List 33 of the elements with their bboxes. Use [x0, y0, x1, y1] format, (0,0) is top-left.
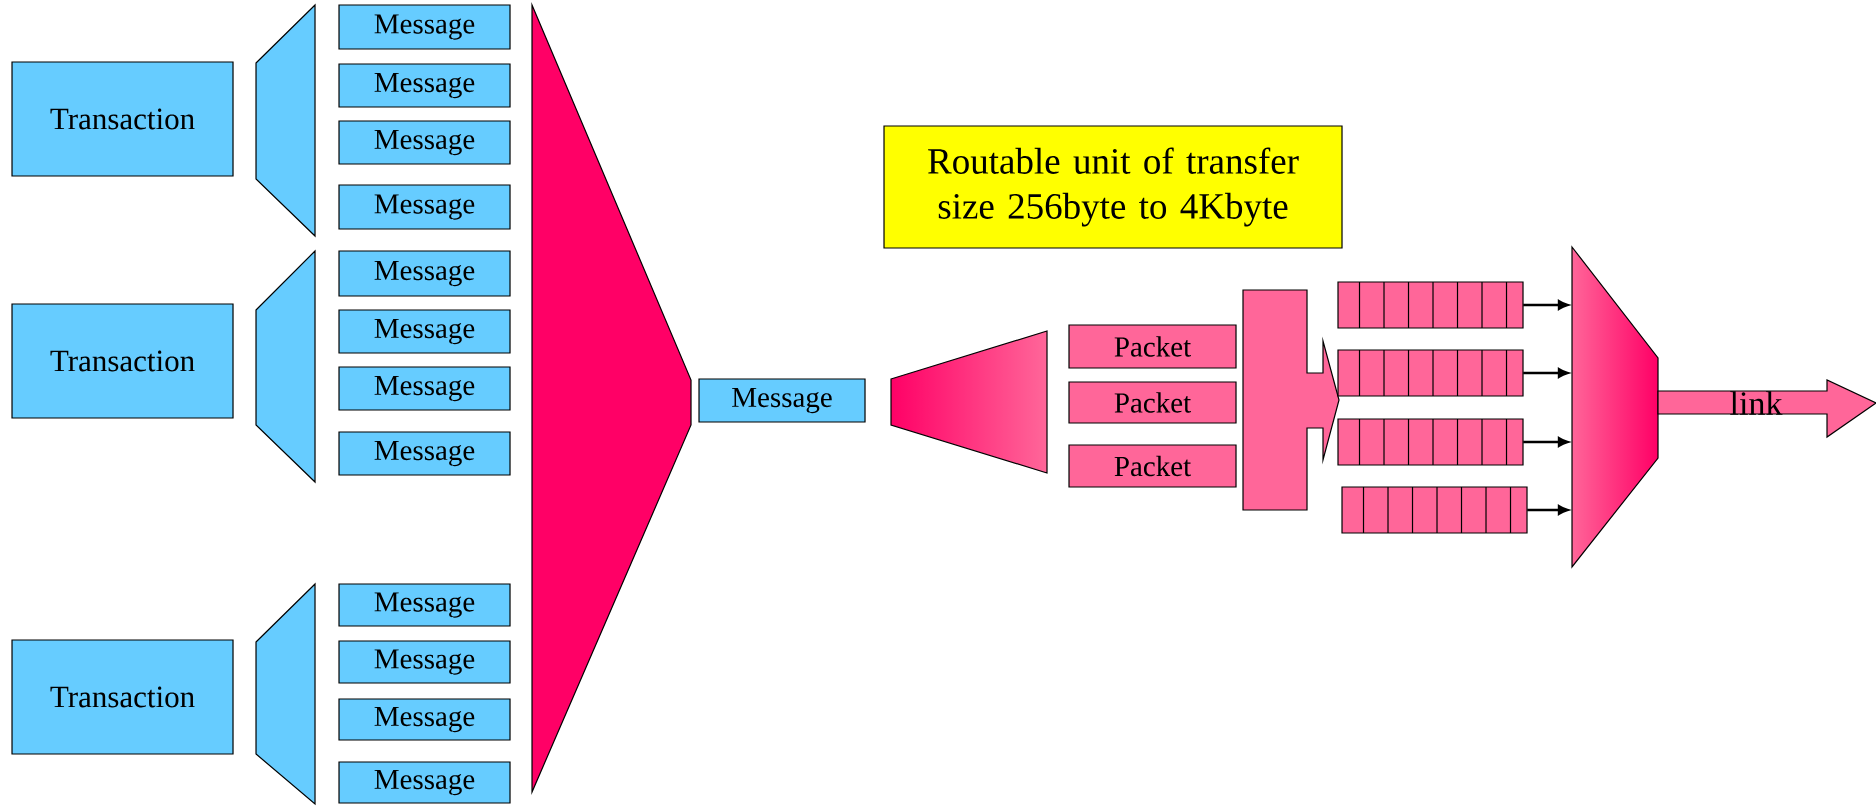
- message-box: Message: [338, 184, 511, 230]
- message-box: Message: [698, 378, 866, 423]
- arrow: [1523, 300, 1569, 310]
- arrow: [1523, 368, 1569, 378]
- queue-buffer: [1337, 418, 1524, 466]
- message-box: Message: [338, 640, 511, 684]
- distributor-arrow: [1242, 289, 1340, 511]
- arrow: [1523, 437, 1569, 447]
- splitter-shape: [255, 582, 316, 806]
- arrow: [1527, 505, 1569, 515]
- note-box: Routable unit of transfer size 256byte to 4Kbyte: [883, 125, 1343, 249]
- packet-box: Packet: [1068, 324, 1237, 369]
- queue-buffer: [1341, 486, 1528, 534]
- message-box: Message: [338, 761, 511, 804]
- message-box: Message: [338, 120, 511, 165]
- packet-box: Packet: [1068, 444, 1237, 488]
- message-box: Message: [338, 431, 511, 476]
- transaction-box: Transaction: [11, 639, 234, 755]
- message-box: Message: [338, 4, 511, 50]
- splitter-shape: [255, 249, 316, 484]
- message-box: Message: [338, 698, 511, 741]
- message-box: Message: [338, 250, 511, 297]
- message-box: Message: [338, 63, 511, 108]
- queue-buffer: [1337, 349, 1524, 397]
- splitter-shape: [255, 3, 316, 238]
- message-box: Message: [338, 583, 511, 627]
- packet-box: Packet: [1068, 381, 1237, 424]
- queue-buffer: [1337, 281, 1524, 329]
- message-box: Message: [338, 366, 511, 411]
- message-box: Message: [338, 309, 511, 354]
- transaction-box: Transaction: [11, 61, 234, 177]
- segmenter-shape: [890, 330, 1048, 474]
- transaction-box: Transaction: [11, 303, 234, 419]
